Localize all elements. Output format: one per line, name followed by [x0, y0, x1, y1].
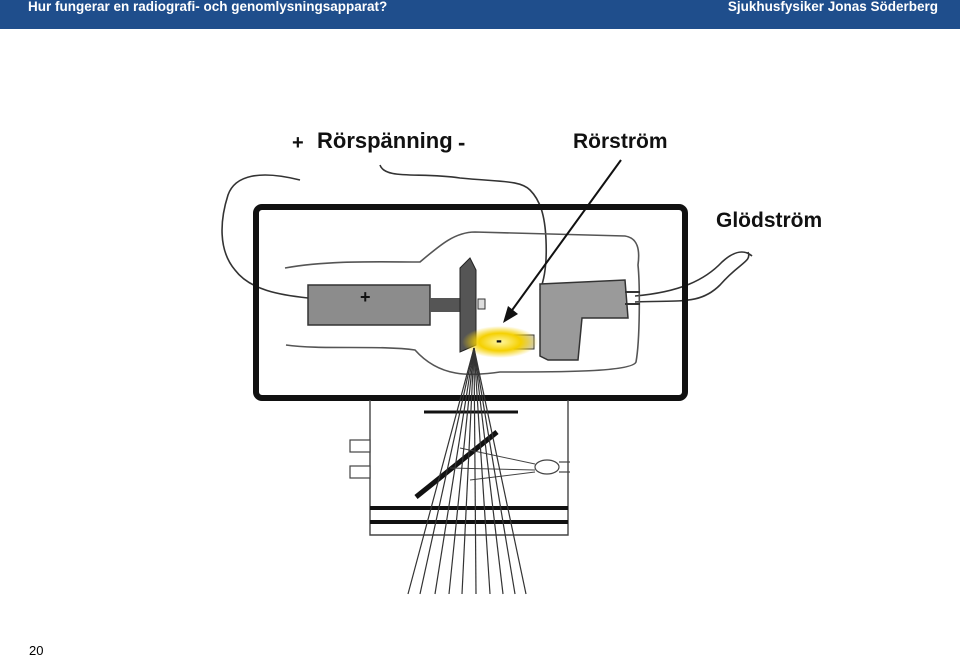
mirror — [414, 430, 499, 499]
glass-envelope — [284, 231, 641, 376]
light-ray-2 — [449, 467, 536, 471]
filament-wire — [634, 251, 753, 303]
page-number: 20 — [29, 643, 44, 658]
label-tube-voltage: Rörspänning — [317, 128, 453, 153]
slide-title: Hur fungerar en radiografi- och genomlys… — [28, 0, 388, 14]
voltage-wire-left — [221, 174, 309, 299]
cathode-sign: - — [496, 330, 502, 350]
label-tube-current: Rörström — [573, 130, 668, 153]
anode-stem — [430, 298, 462, 312]
anode-sign: + — [360, 287, 371, 307]
label-minus: - — [458, 130, 466, 155]
tube-current-arrow-head — [503, 306, 518, 323]
light-ray-1 — [459, 447, 536, 465]
anode-bolt — [477, 298, 486, 310]
slide-author: Sjukhusfysiker Jonas Söderberg — [727, 0, 938, 14]
anode-block — [307, 284, 431, 326]
light-bulb — [534, 459, 560, 475]
voltage-wire-right — [379, 164, 548, 291]
label-plus: + — [292, 132, 304, 154]
header-bar: Hur fungerar en radiografi- och genomlys… — [0, 0, 960, 29]
xray-beam-fan — [407, 347, 527, 595]
collimator-knob-2 — [349, 465, 371, 479]
tube-current-arrow-line — [509, 159, 622, 314]
collimator-knob-1 — [349, 439, 371, 453]
anode-target — [459, 257, 477, 353]
electron-beam-glow — [462, 326, 538, 358]
tube-housing — [253, 204, 688, 401]
cathode-block — [539, 279, 629, 361]
label-filament-current: Glödström — [716, 209, 823, 232]
light-ray-3 — [469, 471, 536, 481]
